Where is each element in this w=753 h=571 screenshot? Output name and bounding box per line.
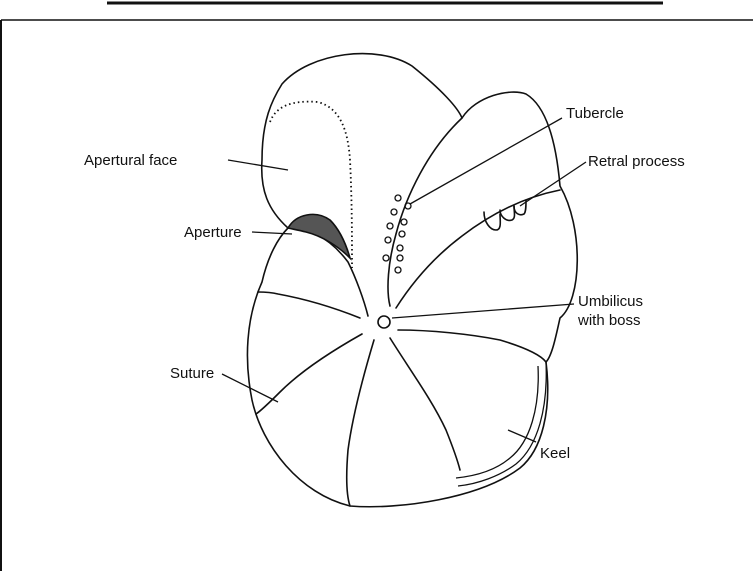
leader-retral-process xyxy=(520,162,586,206)
suture-left xyxy=(258,292,360,318)
tubercles xyxy=(383,195,411,273)
suture-bottom-left xyxy=(256,334,362,414)
keel xyxy=(458,362,546,486)
leader-umbilicus xyxy=(392,304,574,318)
label-umbilicus: Umbilicus xyxy=(578,293,643,310)
label-keel: Keel xyxy=(540,445,570,462)
tubercle xyxy=(385,237,391,243)
label-tubercle: Tubercle xyxy=(566,105,624,122)
retral-process xyxy=(484,212,500,230)
tubercle xyxy=(397,255,403,261)
tubercle xyxy=(391,209,397,215)
suture-retral-chamber xyxy=(396,190,560,308)
leader-apertural-face xyxy=(228,160,288,170)
tubercle xyxy=(401,219,407,225)
aperture xyxy=(288,214,350,258)
label-suture: Suture xyxy=(170,365,214,382)
label-umbilicus-boss: with boss xyxy=(577,312,641,329)
tubercle xyxy=(395,195,401,201)
label-aperture: Aperture xyxy=(184,224,242,241)
tubercle xyxy=(397,245,403,251)
tubercle xyxy=(395,267,401,273)
suture-lower-right xyxy=(390,338,460,470)
tubercle xyxy=(399,231,405,237)
leader-aperture xyxy=(252,232,292,234)
umbilicus-boss xyxy=(378,316,390,328)
leader-tubercle xyxy=(410,118,562,204)
tubercle xyxy=(383,255,389,261)
retral-processes xyxy=(484,200,526,230)
suture-tubercle-chamber xyxy=(388,118,462,306)
label-retral-process: Retral process xyxy=(588,153,685,170)
leader-suture xyxy=(222,374,278,402)
suture-right-chamber xyxy=(398,330,546,362)
suture-bottom-middle xyxy=(347,340,374,506)
leader-keel xyxy=(508,430,536,442)
label-apertural-face: Apertural face xyxy=(84,152,177,169)
tubercle xyxy=(387,223,393,229)
